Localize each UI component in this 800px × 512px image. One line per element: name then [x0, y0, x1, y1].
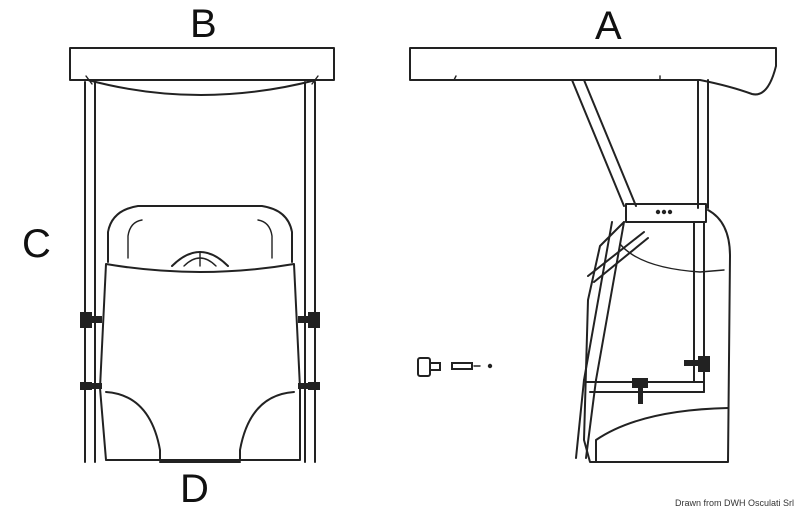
side-lower-tube-a: [583, 221, 613, 381]
front-windshield: [107, 205, 293, 263]
loose-bolt-parts: [417, 357, 493, 377]
front-console-cutout: [105, 391, 295, 461]
label-d: D: [180, 467, 209, 511]
side-rear-tube-inner: [583, 79, 637, 207]
side-frame-box: [625, 203, 707, 223]
side-clamp-right: [698, 356, 710, 372]
side-lower-tube-b: [595, 221, 625, 381]
side-console-outline: [583, 209, 731, 463]
front-clamp-right-upper: [308, 312, 320, 328]
front-console-body: [99, 263, 301, 461]
front-view: [69, 47, 335, 463]
front-clamp-right-lower: [308, 382, 320, 390]
side-strut: [587, 231, 645, 277]
side-clamp-bottom: [632, 378, 648, 388]
front-canopy-underside: [87, 79, 317, 96]
side-console-lower: [595, 407, 729, 463]
credit-text: Drawn from DWH Osculati Srl: [674, 498, 794, 508]
label-a: A: [595, 4, 622, 48]
side-view: [409, 47, 777, 463]
label-b: B: [190, 2, 217, 46]
bolt-washer: [487, 363, 493, 369]
front-canopy: [69, 47, 335, 81]
front-clamp-left-upper: [80, 312, 92, 328]
label-c: C: [22, 222, 51, 266]
front-clamp-left-lower: [80, 382, 92, 390]
side-canopy: [409, 47, 777, 96]
bolt-pin: [451, 362, 473, 370]
side-rear-tube-outer: [571, 79, 625, 207]
bolt-head: [417, 357, 431, 377]
